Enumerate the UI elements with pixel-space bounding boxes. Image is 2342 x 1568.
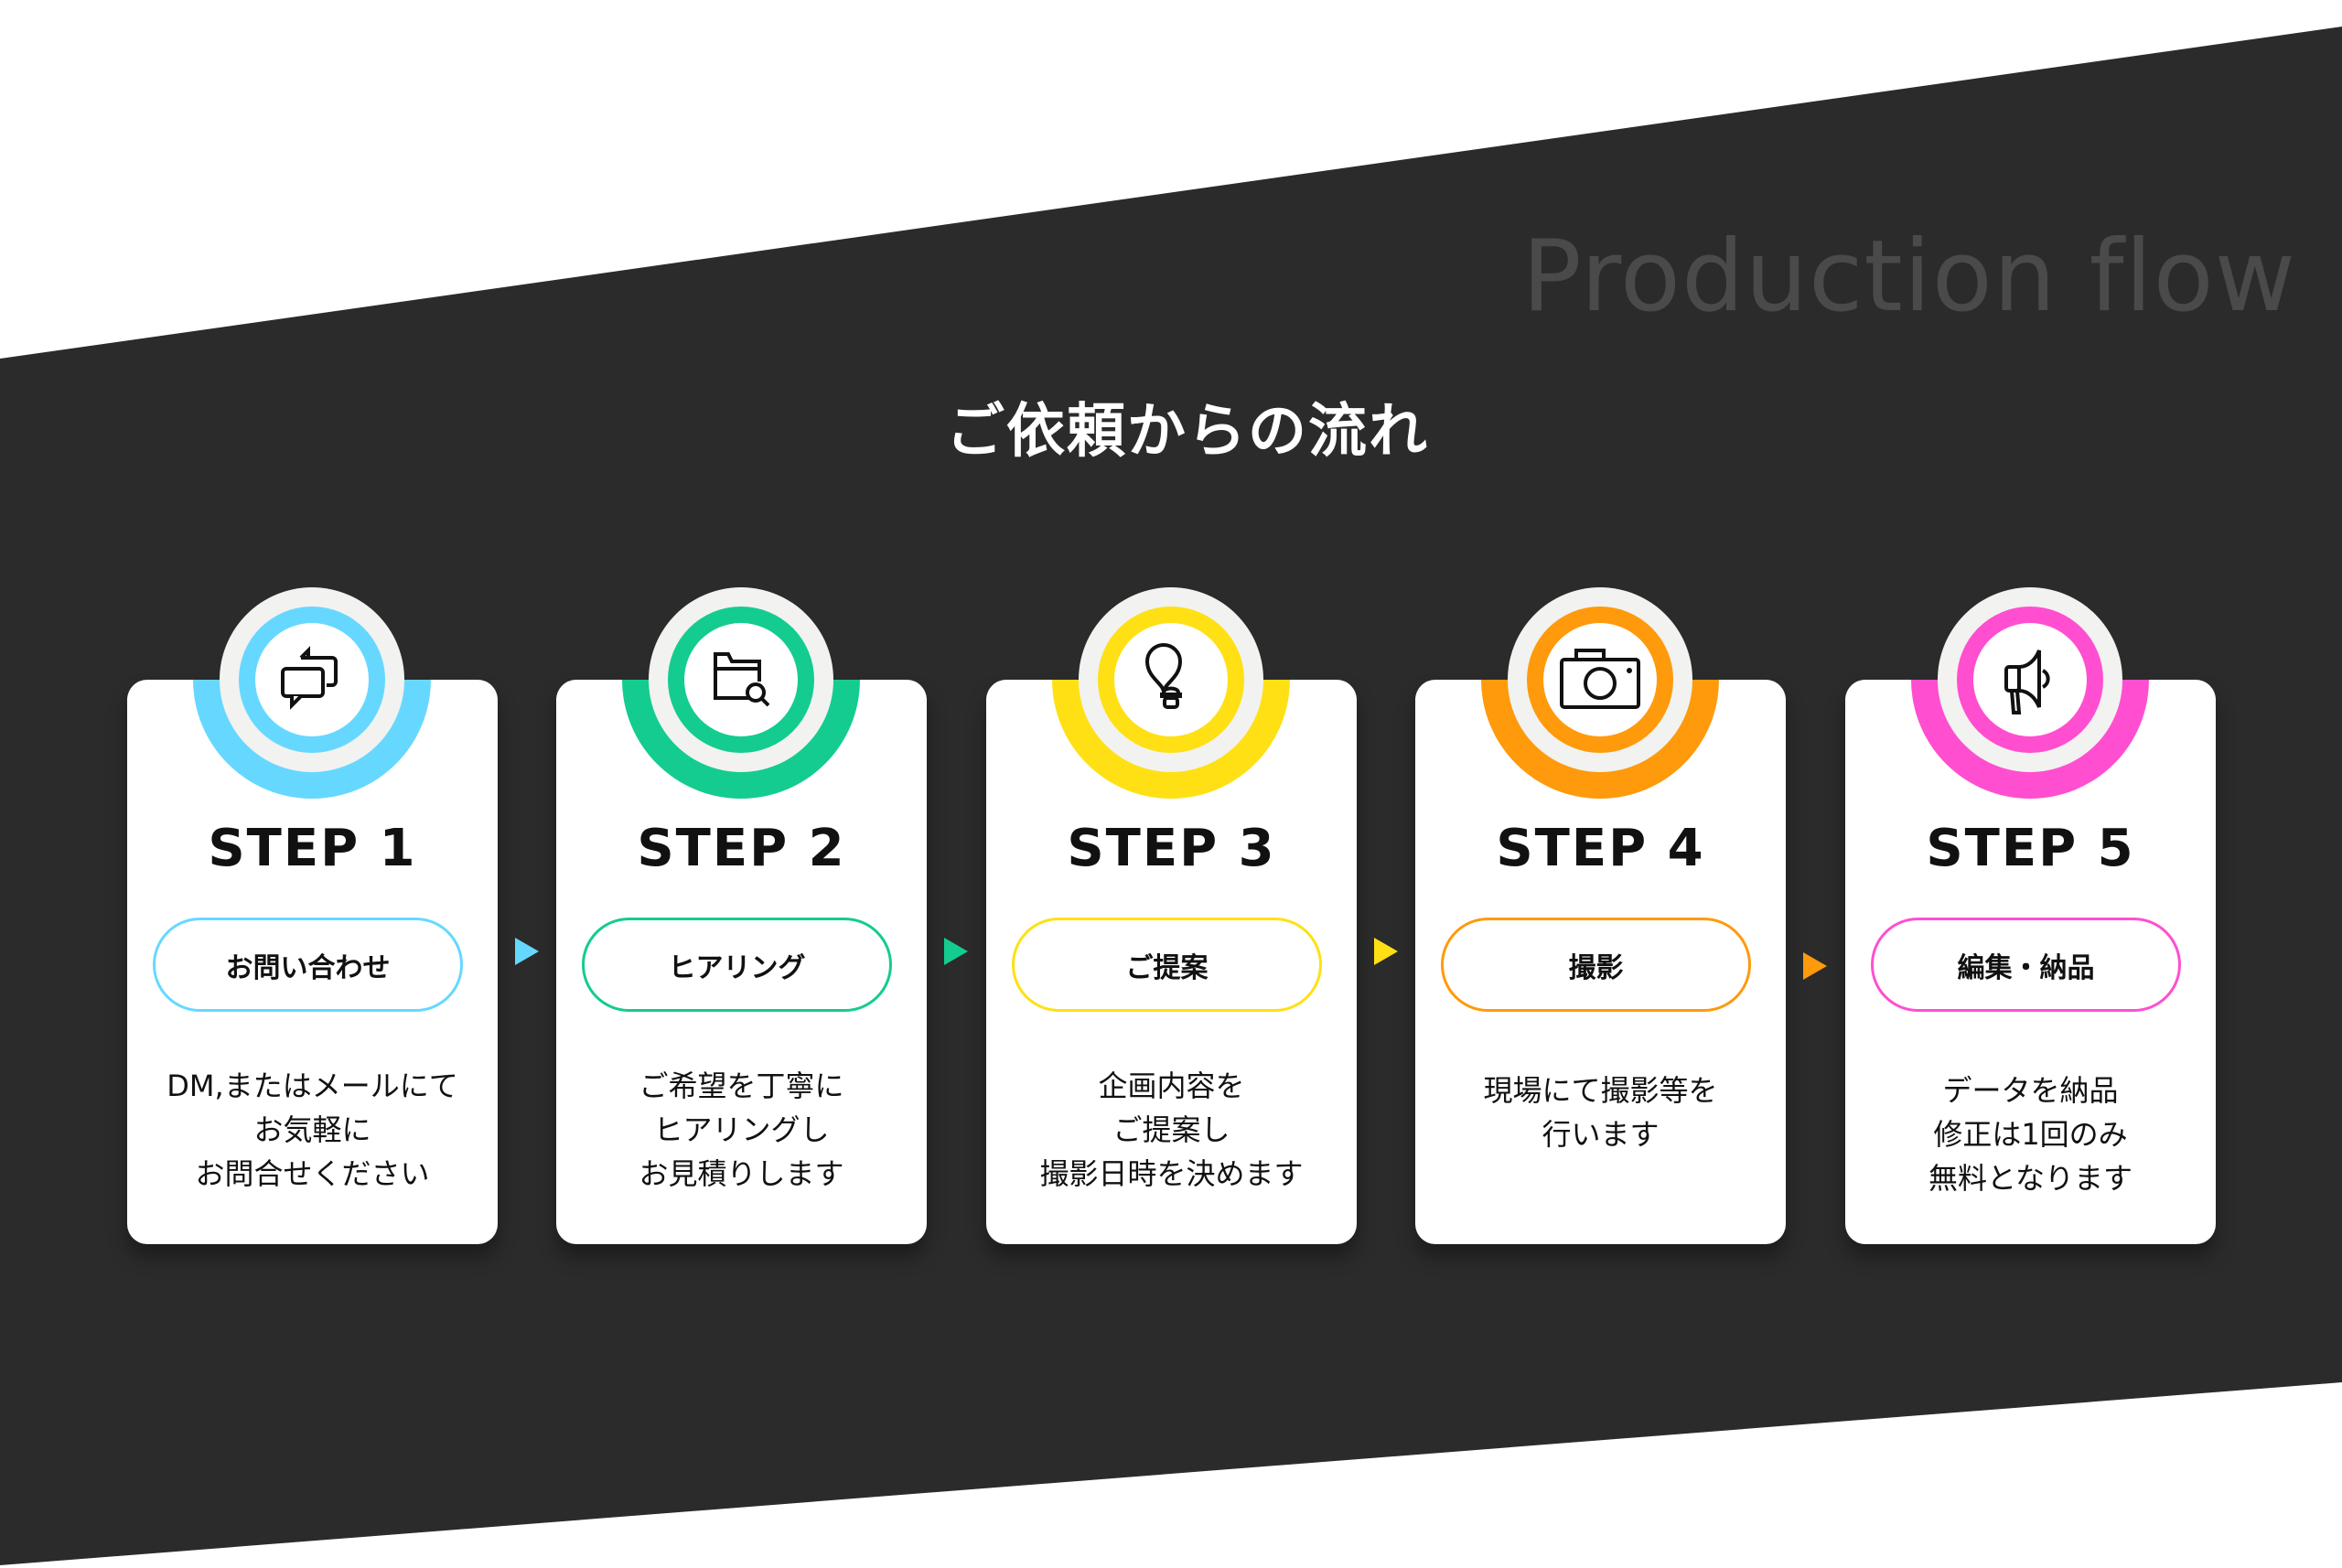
step-card-1: STEP 1 お問い合わせ DM,またはメールにてお気軽にお問合せください [127,587,498,1244]
description-line: お気軽に [253,1112,371,1147]
description-line: ご希望を丁寧に [639,1069,844,1103]
step-arrow-icon [1803,952,1827,980]
step-label: STEP 3 [1067,819,1276,878]
step-description: 現場にて撮影等を行います [1415,1069,1786,1156]
step-arrow-icon [515,938,539,965]
megaphone-icon [2004,650,2050,714]
step-badge [622,587,860,799]
section-title-en: Production flow [1521,220,2296,334]
step-label: STEP 2 [637,819,846,878]
description-line: ご提案し [1112,1112,1230,1147]
step-badge [193,587,431,799]
description-line: 現場にて撮影等を [1483,1073,1718,1108]
section-title-jp: ご依頼からの流れ [946,398,1429,466]
step-description: データを納品修正は1回のみ無料となります [1845,1069,2216,1200]
step-card-3: STEP 3 ご提案企画内容をご提案し撮影日時を決めます [986,587,1357,1244]
step-arrow-icon [1374,938,1398,965]
description-line: DM,またはメールにて [167,1069,458,1103]
step-pill: ご提案 [1012,918,1322,1012]
step-pill: 編集・納品 [1871,918,2181,1012]
lightbulb-icon [1144,643,1183,709]
step-label: STEP 1 [208,819,417,878]
description-line: お問合せください [195,1156,430,1191]
step-card-5: STEP 5 編集・納品データを納品修正は1回のみ無料となります [1845,587,2216,1244]
step-label: STEP 5 [1926,819,2135,878]
description-line: 修正は1回のみ [1933,1117,2128,1152]
chat-bubbles-icon [281,646,338,710]
step-pill: ヒアリング [582,918,892,1012]
folder-search-icon [714,652,770,707]
step-label: STEP 4 [1496,819,1705,878]
description-line: 企画内容を [1098,1069,1245,1103]
step-badge [1911,587,2149,799]
description-line: 撮影日時を決めます [1039,1156,1304,1191]
step-arrow-icon [944,938,968,965]
step-pill: お問い合わせ [153,918,463,1012]
description-line: 無料となります [1928,1161,2133,1196]
step-description: DM,またはメールにてお気軽にお問合せください [127,1064,498,1196]
step-card-2: STEP 2 ヒアリングご希望を丁寧にヒアリングしお見積りします [556,587,927,1244]
step-description: 企画内容をご提案し撮影日時を決めます [986,1064,1357,1196]
step-description: ご希望を丁寧にヒアリングしお見積りします [556,1064,927,1196]
description-line: ヒアリングし [653,1112,830,1147]
camera-icon [1560,649,1640,709]
step-badge [1052,587,1290,799]
step-pill: 撮影 [1441,918,1751,1012]
description-line: 行います [1542,1117,1660,1152]
step-badge [1481,587,1719,799]
description-line: データを納品 [1942,1073,2119,1108]
description-line: お見積りします [639,1156,844,1191]
step-card-4: STEP 4 撮影現場にて撮影等を行います [1415,587,1786,1244]
